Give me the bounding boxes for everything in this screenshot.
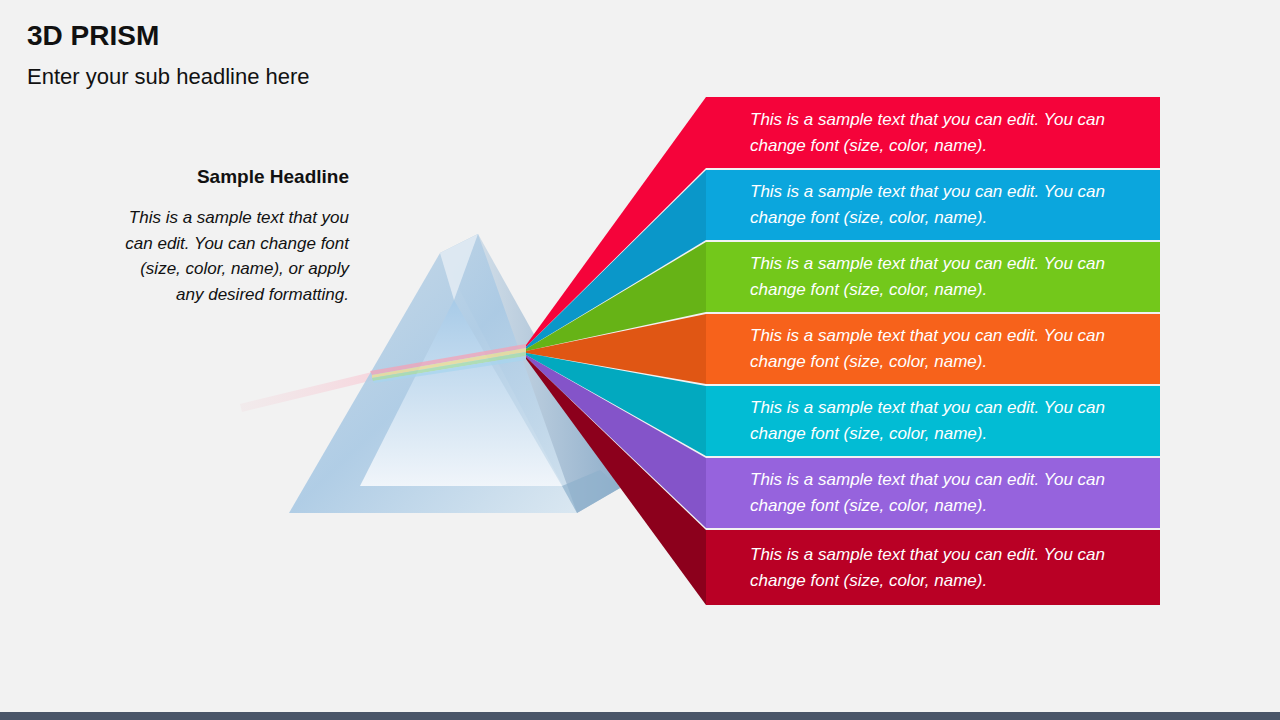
color-band: This is a sample text that you can edit.… <box>706 97 1160 168</box>
prism-inner <box>360 300 562 486</box>
bottom-bar <box>0 712 1280 720</box>
band-text: This is a sample text that you can edit.… <box>750 323 1140 375</box>
light-rays <box>526 97 706 605</box>
band-text: This is a sample text that you can edit.… <box>750 107 1140 159</box>
band-text: This is a sample text that you can edit.… <box>750 179 1140 231</box>
band-text: This is a sample text that you can edit.… <box>750 251 1140 303</box>
prism-base <box>562 470 620 513</box>
light-ray <box>526 355 706 528</box>
band-text: This is a sample text that you can edit.… <box>750 395 1140 447</box>
band-text: This is a sample text that you can edit.… <box>750 542 1140 594</box>
color-band: This is a sample text that you can edit.… <box>706 314 1160 384</box>
side-text: This is a sample text that you can edit.… <box>124 205 349 307</box>
light-ray <box>526 357 706 605</box>
band-text: This is a sample text that you can edit.… <box>750 467 1140 519</box>
color-band: This is a sample text that you can edit.… <box>706 170 1160 240</box>
color-band: This is a sample text that you can edit.… <box>706 458 1160 528</box>
color-band: This is a sample text that you can edit.… <box>706 386 1160 456</box>
side-headline: Sample Headline <box>100 166 349 188</box>
refraction <box>370 344 526 383</box>
color-band: This is a sample text that you can edit.… <box>706 242 1160 312</box>
color-band: This is a sample text that you can edit.… <box>706 530 1160 605</box>
slide-title: 3D PRISM <box>27 20 159 52</box>
prism-edge <box>440 234 478 300</box>
sub-headline: Enter your sub headline here <box>27 64 310 90</box>
